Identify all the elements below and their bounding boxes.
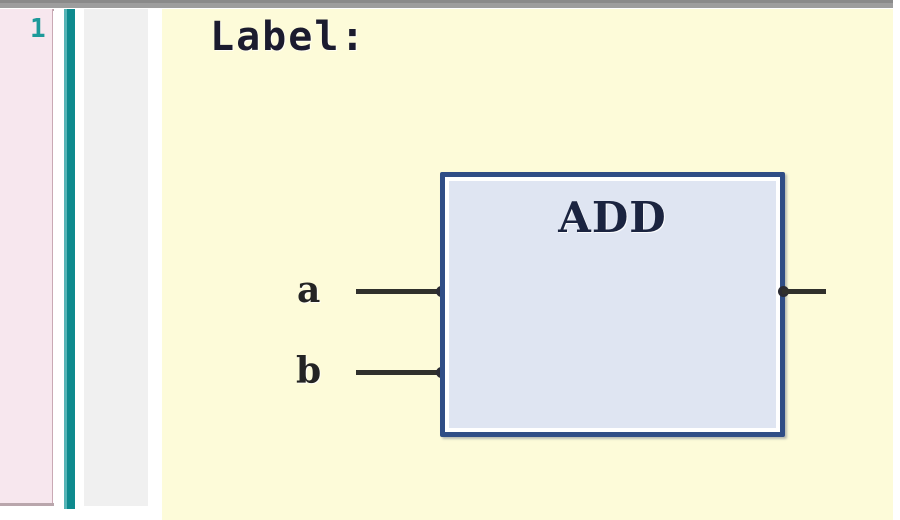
window-top-chrome-shadow	[0, 0, 900, 3]
gutter-bottom-margin	[0, 509, 162, 520]
output-wire[interactable]	[782, 289, 826, 294]
input-pin-label-a[interactable]: a	[297, 269, 321, 311]
active-network-marker-highlight	[64, 9, 67, 509]
input-wire-a[interactable]	[356, 289, 444, 294]
active-network-marker[interactable]	[64, 9, 75, 509]
network-line-number[interactable]: 1	[30, 14, 46, 44]
input-wire-b[interactable]	[356, 370, 444, 375]
input-pin-label-b[interactable]: b	[296, 350, 322, 392]
line-number-gutter[interactable]	[0, 9, 53, 506]
gutter-bottom-border	[0, 503, 54, 506]
canvas-right-margin	[893, 0, 900, 520]
function-block-add[interactable]: ADD	[440, 172, 785, 437]
window-top-chrome	[0, 0, 900, 8]
function-block-title: ADD	[558, 193, 667, 242]
network-header-column[interactable]	[84, 9, 148, 506]
network-label-text[interactable]: Label:	[210, 14, 367, 60]
